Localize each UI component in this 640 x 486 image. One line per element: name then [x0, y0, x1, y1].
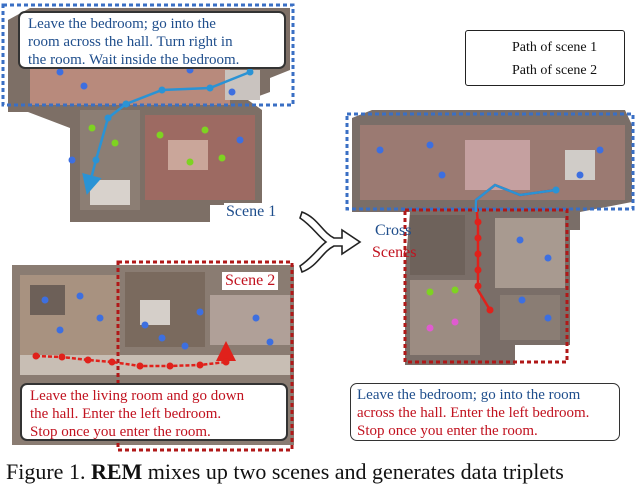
- legend: Path of scene 1 Path of scene 2: [465, 30, 625, 86]
- scene2-instruction-line: the hall. Enter the left bedroom.: [30, 406, 222, 422]
- caption-bold: REM: [90, 459, 143, 484]
- scene1-instruction-line: Leave the bedroom; go into the: [28, 16, 216, 32]
- scene2-instruction-line: Stop once you enter the room.: [30, 424, 211, 440]
- scene1-instruction-line: the room. Wait inside the bedroom.: [28, 52, 240, 68]
- scene1-path-nodes: [92, 68, 254, 164]
- legend-item-scene1: Path of scene 1: [504, 39, 597, 57]
- cross-viewpoints: [376, 141, 604, 332]
- scene2-path-nodes: [32, 352, 230, 370]
- caption-prefix: Figure 1.: [6, 459, 91, 484]
- cross-scene-floorplan: [352, 110, 632, 365]
- figure-caption: Figure 1. REM mixes up two scenes and ge…: [6, 459, 640, 485]
- cross-label-line2: Scenes: [372, 244, 417, 261]
- cross-instruction-box: Leave the bedroom; go into the room acro…: [350, 383, 620, 441]
- cross-blue-frame: [345, 112, 635, 211]
- legend-item-scene2: Path of scene 2: [504, 62, 597, 80]
- scene2-instruction-box: Leave the living room and go down the ha…: [20, 383, 288, 441]
- legend-label: Path of scene 2: [512, 63, 598, 78]
- scene2-instruction-line: Leave the living room and go down: [30, 388, 245, 404]
- cross-instruction-line: across the hall. Enter the left bedroom.: [357, 405, 590, 421]
- scene2-highlight-frame: [116, 260, 294, 452]
- scene2-label: Scene 2: [222, 272, 279, 290]
- cross-path-scene1-part: [474, 183, 557, 212]
- cross-instruction-line: Leave the bedroom; go into the room: [357, 387, 581, 403]
- scene1-instruction-box: Leave the bedroom; go into the room acro…: [18, 11, 286, 69]
- scene2-viewpoints: [41, 292, 274, 350]
- scene1-label: Scene 1: [224, 203, 279, 221]
- legend-label: Path of scene 1: [512, 40, 598, 55]
- cross-path-nodes: [474, 218, 494, 314]
- scene1-instruction-line: room across the hall. Turn right in: [28, 34, 233, 50]
- caption-rest: mixes up two scenes and generates data t…: [142, 459, 564, 484]
- cross-label-line1: Cross: [375, 222, 412, 239]
- scene1-highlight-frame: [1, 3, 295, 107]
- cross-red-frame: [403, 208, 569, 364]
- cross-scenes-arrow-icon: [299, 210, 362, 274]
- cross-instruction-line: Stop once you enter the room.: [357, 423, 538, 439]
